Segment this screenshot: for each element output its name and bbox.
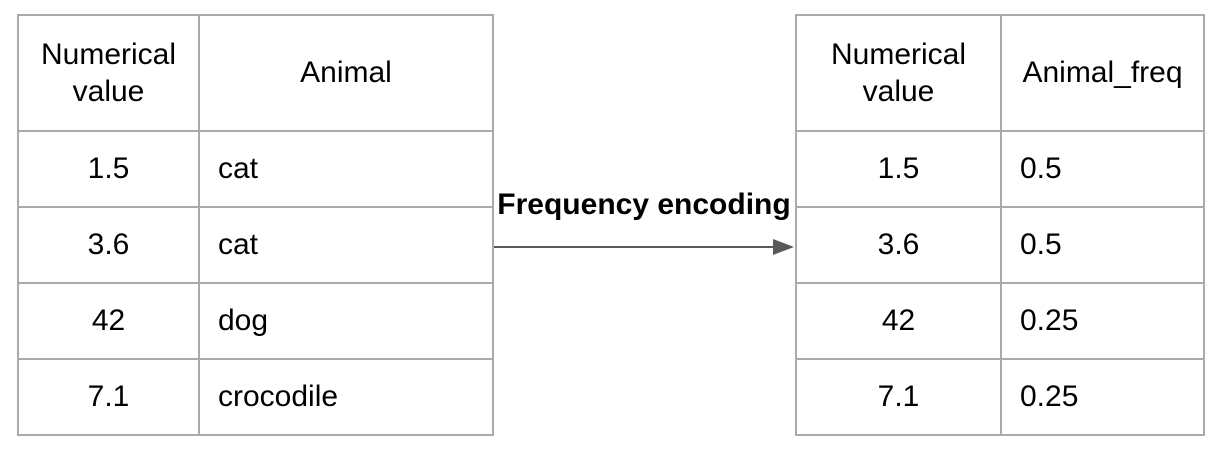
source-header-animal: Animal <box>200 16 494 132</box>
table-cell: cat <box>200 208 494 284</box>
arrow-right-icon <box>773 239 794 255</box>
arrow-line <box>494 246 776 248</box>
table-cell: dog <box>200 284 494 360</box>
result-table: Numerical value Animal_freq 1.5 0.5 3.6 … <box>795 14 1205 436</box>
result-header-animal-freq: Animal_freq <box>1002 16 1205 132</box>
table-cell: 1.5 <box>19 132 200 208</box>
source-table: Numerical value Animal 1.5 cat 3.6 cat 4… <box>17 14 494 436</box>
table-cell: 0.25 <box>1002 360 1205 436</box>
result-header-numerical-value: Numerical value <box>797 16 1002 132</box>
table-cell: 0.25 <box>1002 284 1205 360</box>
table-cell: crocodile <box>200 360 494 436</box>
table-cell: 3.6 <box>19 208 200 284</box>
table-cell: 0.5 <box>1002 132 1205 208</box>
table-cell: cat <box>200 132 494 208</box>
table-cell: 7.1 <box>19 360 200 436</box>
table-cell: 3.6 <box>797 208 1002 284</box>
table-cell: 1.5 <box>797 132 1002 208</box>
table-cell: 7.1 <box>797 360 1002 436</box>
transform-label: Frequency encoding <box>497 188 791 221</box>
table-cell: 42 <box>19 284 200 360</box>
table-cell: 0.5 <box>1002 208 1205 284</box>
table-cell: 42 <box>797 284 1002 360</box>
source-header-numerical-value: Numerical value <box>19 16 200 132</box>
